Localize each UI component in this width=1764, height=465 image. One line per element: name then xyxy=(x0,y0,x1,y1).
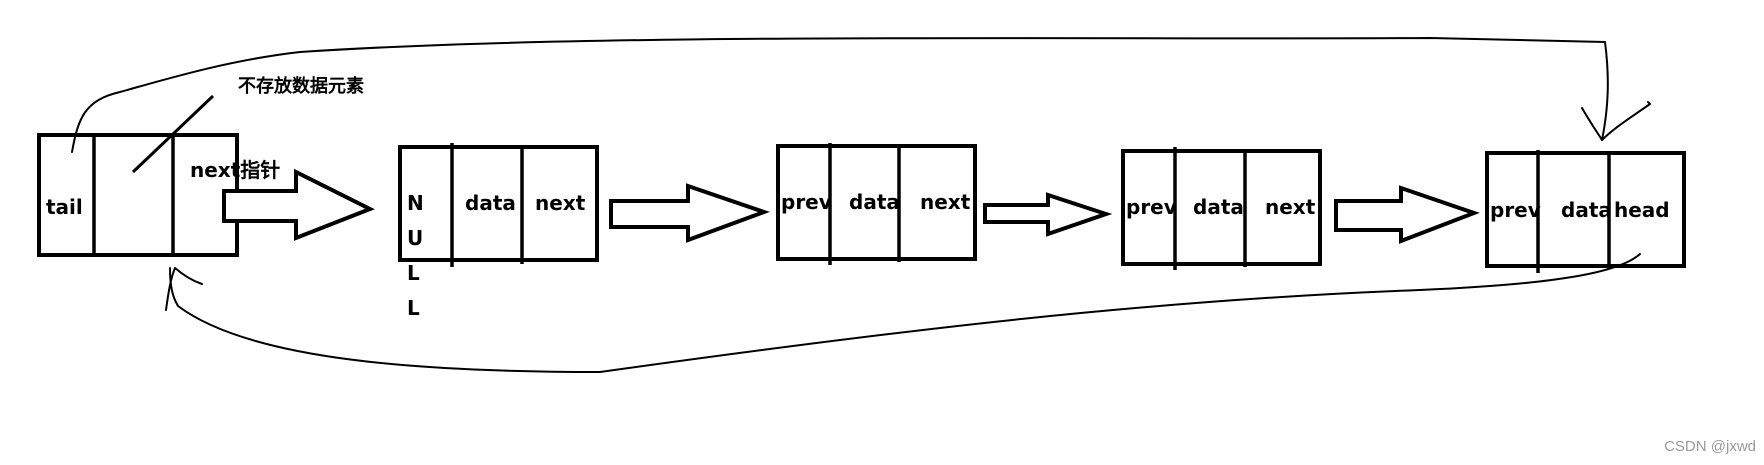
head-label: head xyxy=(1614,198,1670,222)
null-letter: U xyxy=(407,226,423,250)
list-node-2: prev data next xyxy=(776,143,977,265)
tail-pointer-curve xyxy=(71,37,1609,153)
prev-label: prev xyxy=(781,190,832,214)
node-box xyxy=(1485,151,1686,268)
next-label: next xyxy=(535,191,586,215)
null-letter: L xyxy=(407,261,420,285)
block-arrow-2 xyxy=(609,183,770,243)
next-label: next xyxy=(1265,195,1316,219)
data-label: data xyxy=(849,190,900,214)
sentinel-tail-label: tail xyxy=(46,195,83,219)
prev-label: prev xyxy=(1126,195,1177,219)
data-label: data xyxy=(465,191,516,215)
sentinel-node: tail next指针 xyxy=(37,94,280,257)
list-node-1: N U L L data next xyxy=(398,143,599,320)
prev-label: prev xyxy=(1490,198,1541,222)
next-label: next xyxy=(920,190,971,214)
sentinel-note: 不存放数据元素 xyxy=(238,75,364,97)
watermark: CSDN @jxwd xyxy=(1664,438,1756,455)
head-pointer-curve xyxy=(169,253,1641,373)
tail-pointer-arrowhead xyxy=(1581,101,1651,141)
data-label: data xyxy=(1561,198,1612,222)
block-arrow-1 xyxy=(222,168,375,241)
null-letter: N xyxy=(407,191,424,215)
data-label: data xyxy=(1193,195,1244,219)
empty-data-slash xyxy=(131,94,215,174)
null-letter: L xyxy=(407,296,420,320)
node-box xyxy=(1121,149,1322,266)
head-pointer-arrowhead xyxy=(165,267,203,311)
list-node-4: prev data head xyxy=(1485,150,1686,273)
node-box xyxy=(776,144,977,261)
list-node-3: prev data next xyxy=(1121,147,1322,270)
block-arrow-3 xyxy=(983,192,1113,237)
block-arrow-4 xyxy=(1334,185,1480,244)
node-box xyxy=(398,145,599,262)
sentinel-next-pointer-label: next指针 xyxy=(190,158,280,182)
